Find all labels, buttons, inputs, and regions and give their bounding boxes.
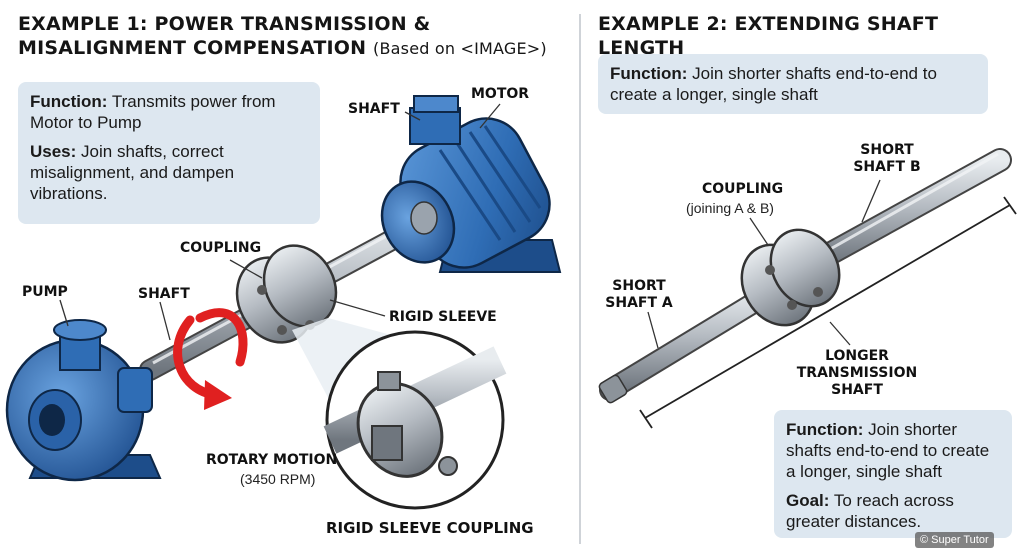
example2-title: EXAMPLE 2: EXTENDING SHAFT LENGTH bbox=[598, 13, 939, 59]
label-short-shaft-a: SHORT SHAFT A bbox=[604, 278, 674, 312]
label-shaft-left: SHAFT bbox=[138, 286, 190, 302]
leader-lines-ex2 bbox=[647, 179, 881, 349]
label-longer-shaft: LONGER TRANSMISSION SHAFT bbox=[792, 348, 922, 399]
example1-function-label: Function: bbox=[30, 92, 108, 111]
label-short-shaft-b-text: SHORT SHAFT B bbox=[853, 142, 921, 175]
label-shaft-top: SHAFT bbox=[348, 101, 400, 117]
label-short-shaft-a-text: SHORT SHAFT A bbox=[605, 278, 673, 311]
label-short-shaft-b: SHORT SHAFT B bbox=[850, 142, 924, 176]
label-rotary-motion: ROTARY MOTION bbox=[206, 452, 338, 468]
watermark: © Super Tutor bbox=[915, 532, 994, 548]
label-rpm: (3450 RPM) bbox=[240, 471, 316, 487]
coupling-main bbox=[235, 244, 338, 344]
label-joining: (joining A & B) bbox=[686, 200, 774, 216]
short-shaft-a bbox=[598, 279, 786, 404]
example1-title-line2: MISALIGNMENT COMPENSATION bbox=[18, 37, 367, 59]
example2-top-function-text: Join shorter shafts end-to-end to create… bbox=[610, 64, 937, 104]
motor-body bbox=[380, 95, 562, 273]
example2-goal-text: To reach across greater distances. bbox=[786, 491, 954, 531]
example1-uses-text: Join shafts, correct misalignment, and d… bbox=[30, 142, 235, 203]
example1-function-text: Transmits power from Motor to Pump bbox=[30, 92, 276, 132]
example1-title-line1: EXAMPLE 1: POWER TRANSMISSION & bbox=[18, 13, 431, 35]
example2-top-function-label: Function: bbox=[610, 64, 688, 83]
example2-goal-label: Goal: bbox=[786, 491, 830, 510]
example1-info-box: Function: Transmits power from Motor to … bbox=[18, 82, 320, 224]
length-dimension-line bbox=[639, 196, 1017, 429]
coupling-ex2 bbox=[740, 228, 841, 327]
label-rigid-sleeve-coupling: RIGID SLEEVE COUPLING bbox=[326, 519, 534, 537]
label-coupling-ex2: COUPLING bbox=[702, 181, 784, 197]
column-divider bbox=[579, 14, 581, 544]
short-shaft-b bbox=[803, 148, 1012, 274]
label-longer-shaft-text: LONGER TRANSMISSION SHAFT bbox=[796, 348, 918, 398]
zoom-detail bbox=[323, 330, 507, 510]
example2-bottom-function-text: Join shorter shafts end-to-end to create… bbox=[786, 420, 990, 481]
label-rigid-sleeve: RIGID SLEEVE bbox=[389, 309, 497, 325]
example2-info-top: Function: Join shorter shafts end-to-end… bbox=[598, 54, 988, 114]
label-pump: PUMP bbox=[22, 284, 68, 300]
example2-info-bottom: Function: Join shorter shafts end-to-end… bbox=[774, 410, 1012, 538]
leader-lines-ex1 bbox=[59, 103, 501, 341]
example1-title-suffix: (Based on <IMAGE>) bbox=[373, 39, 547, 58]
example1-title: EXAMPLE 1: POWER TRANSMISSION & MISALIGN… bbox=[18, 12, 547, 61]
example1-uses-label: Uses: bbox=[30, 142, 77, 161]
example2-bottom-function-label: Function: bbox=[786, 420, 864, 439]
pump-body bbox=[5, 319, 162, 482]
rotary-motion-arrow bbox=[173, 308, 248, 410]
label-coupling-ex1: COUPLING bbox=[180, 240, 262, 256]
label-motor: MOTOR bbox=[471, 86, 530, 102]
